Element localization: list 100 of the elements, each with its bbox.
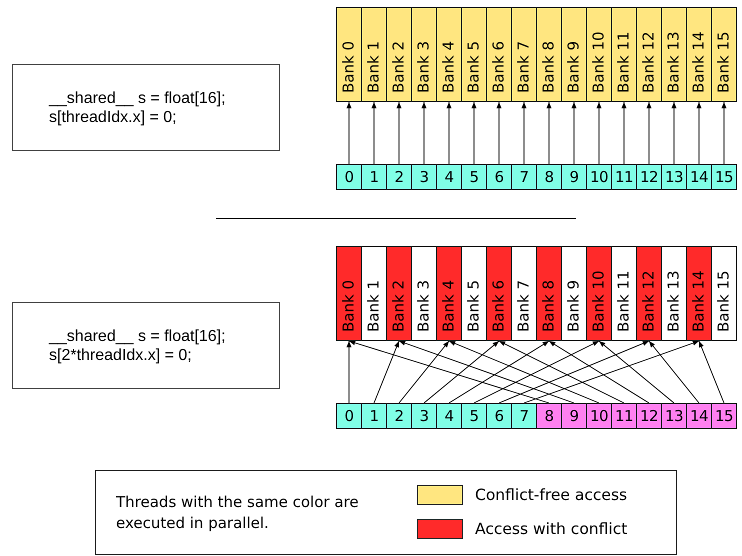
thread-cell: 4 — [436, 164, 462, 190]
code-box — [12, 64, 280, 151]
memory-bank-cell: Bank 5 — [461, 7, 487, 102]
thread-cell: 1 — [361, 403, 387, 429]
arrow — [596, 102, 602, 164]
memory-bank-cell: Bank 4 — [436, 246, 462, 341]
memory-bank-cell: Bank 8 — [536, 7, 562, 102]
thread-cell: 3 — [411, 164, 437, 190]
memory-bank-cell: Bank 6 — [486, 246, 512, 341]
thread-cell: 0 — [336, 403, 362, 429]
arrow — [571, 102, 577, 164]
memory-bank-cell: Bank 7 — [511, 7, 537, 102]
thread-cell: 8 — [536, 403, 562, 429]
legend-label: Conflict-free access — [475, 485, 628, 506]
arrow — [496, 102, 502, 164]
thread-cell: 13 — [661, 164, 687, 190]
arrow — [548, 340, 650, 404]
thread-cell: 1 — [361, 164, 387, 190]
memory-bank-cell: Bank 0 — [336, 246, 362, 341]
thread-cell: 10 — [586, 164, 612, 190]
arrow — [346, 340, 352, 404]
thread-cell: 7 — [511, 164, 537, 190]
memory-bank-cell: Bank 14 — [686, 246, 712, 341]
arrow — [346, 102, 352, 164]
arrow — [471, 102, 477, 164]
arrow — [598, 340, 674, 404]
memory-bank-cell: Bank 12 — [636, 7, 662, 102]
code-box — [12, 302, 280, 389]
memory-bank-cell: Bank 2 — [386, 7, 412, 102]
arrow — [621, 102, 627, 164]
memory-bank-cell: Bank 1 — [361, 7, 387, 102]
note-text: Threads with the same color are executed in parallel. — [116, 492, 360, 534]
arrow — [446, 102, 452, 164]
thread-cell: 7 — [511, 403, 537, 429]
legend-label: Access with conflict — [475, 519, 628, 540]
thread-cell: 11 — [611, 403, 637, 429]
thread-cell: 15 — [711, 403, 737, 429]
arrow — [646, 102, 652, 164]
memory-bank-cell: Bank 1 — [361, 246, 387, 341]
arrow — [448, 340, 600, 404]
arrow — [448, 340, 550, 404]
arrow — [648, 340, 700, 404]
thread-cell: 6 — [486, 403, 512, 429]
thread-cell: 5 — [461, 403, 487, 429]
thread-cell: 10 — [586, 403, 612, 429]
memory-bank-cell: Bank 6 — [486, 7, 512, 102]
thread-cell: 11 — [611, 164, 637, 190]
thread-cell: 2 — [386, 403, 412, 429]
memory-bank-cell: Bank 10 — [586, 246, 612, 341]
memory-bank-cell: Bank 0 — [336, 7, 362, 102]
memory-bank-cell: Bank 2 — [386, 246, 412, 341]
arrow — [696, 102, 702, 164]
memory-bank-cell: Bank 7 — [511, 246, 537, 341]
memory-bank-cell: Bank 11 — [611, 246, 637, 341]
thread-cell: 0 — [336, 164, 362, 190]
thread-cell: 12 — [636, 403, 662, 429]
memory-bank-cell: Bank 13 — [661, 246, 687, 341]
memory-bank-cell: Bank 14 — [686, 7, 712, 102]
arrow — [698, 340, 724, 404]
arrow — [671, 102, 677, 164]
memory-bank-cell: Bank 3 — [411, 7, 437, 102]
thread-cell: 14 — [686, 164, 712, 190]
thread-cell: 9 — [561, 403, 587, 429]
thread-cell: 13 — [661, 403, 687, 429]
arrow — [424, 340, 500, 404]
arrow — [524, 340, 700, 404]
arrow — [371, 102, 377, 164]
arrow — [721, 102, 727, 164]
thread-cell: 2 — [386, 164, 412, 190]
arrow — [374, 340, 400, 404]
thread-cell: 6 — [486, 164, 512, 190]
arrow — [398, 340, 574, 404]
thread-cell: 9 — [561, 164, 587, 190]
thread-cell: 8 — [536, 164, 562, 190]
arrow — [498, 340, 624, 404]
thread-cell: 5 — [461, 164, 487, 190]
arrow — [546, 102, 552, 164]
memory-bank-cell: Bank 9 — [561, 7, 587, 102]
memory-bank-cell: Bank 13 — [661, 7, 687, 102]
code-text: __shared__ s = float[16]; s[2*threadIdx.x] = 0; — [49, 326, 227, 364]
arrow — [521, 102, 527, 164]
memory-bank-cell: Bank 8 — [536, 246, 562, 341]
memory-bank-cell: Bank 3 — [411, 246, 437, 341]
memory-bank-cell: Bank 12 — [636, 246, 662, 341]
arrow — [396, 102, 402, 164]
memory-bank-cell: Bank 11 — [611, 7, 637, 102]
memory-bank-cell: Bank 10 — [586, 7, 612, 102]
arrow — [398, 340, 450, 404]
arrow — [498, 340, 650, 404]
memory-bank-cell: Bank 15 — [711, 7, 737, 102]
memory-bank-cell: Bank 5 — [461, 246, 487, 341]
memory-bank-cell: Bank 9 — [561, 246, 587, 341]
arrow — [474, 340, 600, 404]
arrow — [348, 340, 550, 404]
thread-cell: 12 — [636, 164, 662, 190]
thread-cell: 14 — [686, 403, 712, 429]
code-text: __shared__ s = float[16]; s[threadIdx.x] = 0; — [49, 88, 227, 126]
thread-cell: 3 — [411, 403, 437, 429]
thread-cell: 4 — [436, 403, 462, 429]
memory-bank-cell: Bank 4 — [436, 7, 462, 102]
